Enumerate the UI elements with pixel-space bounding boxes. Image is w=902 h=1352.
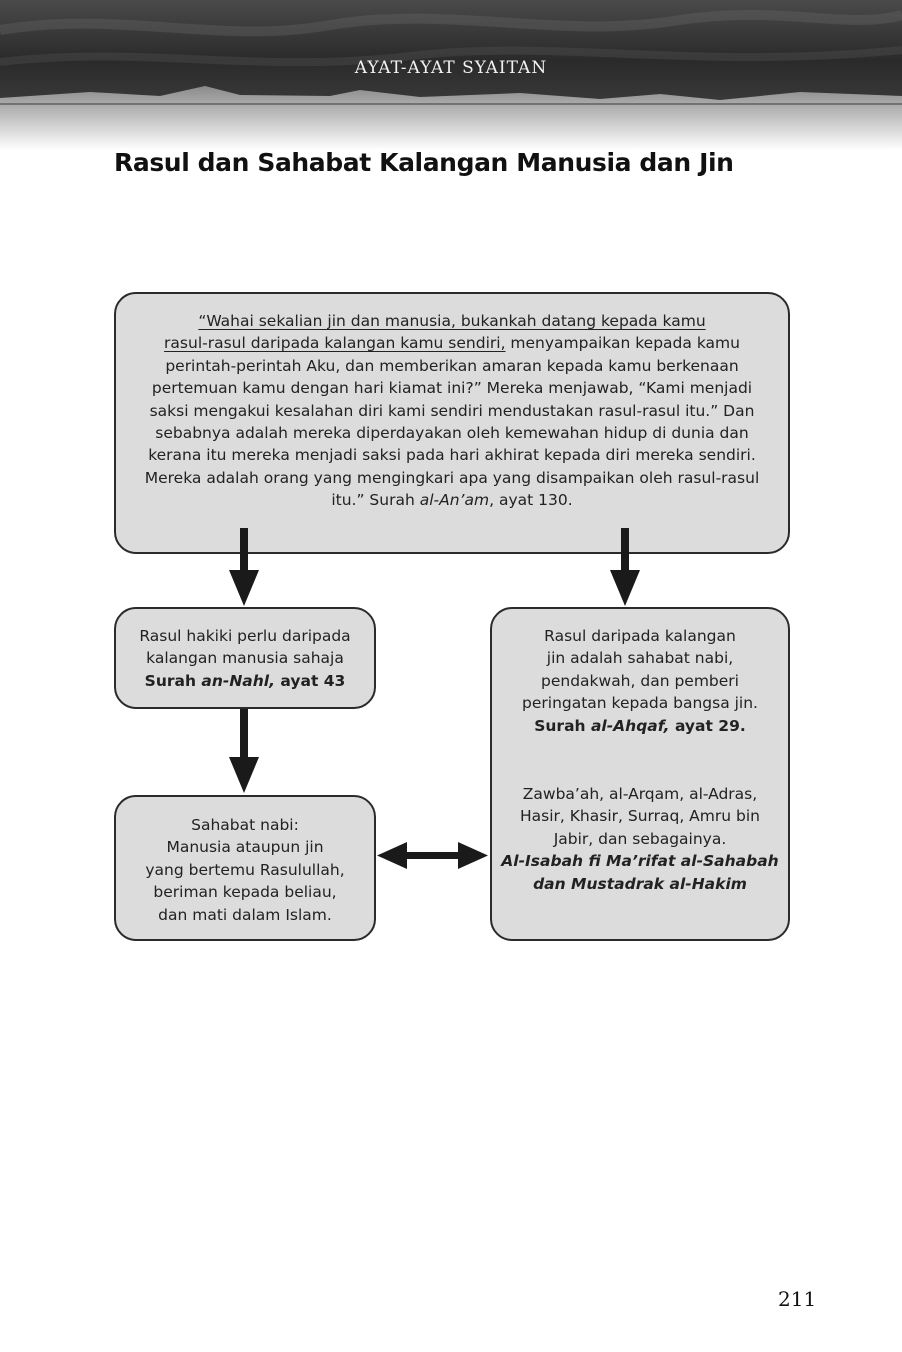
companion-line-4: beriman kepada beliau, [153,883,337,902]
arrow-left-top-to-left-bottom [229,709,259,793]
jinn-names-line-2: Hasir, Khasir, Surraq, Amru bin [520,807,760,826]
page-title: Rasul dan Sahabat Kalangan Manusia dan J… [114,148,734,177]
companion-line-3: yang bertemu Rasulullah, [145,860,345,879]
quote-surah-name: al-An’am [419,491,490,510]
real-messenger-line-1: Rasul hakiki perlu daripada [139,627,351,645]
quote-text: “Wahai sekalian jin dan manusia, bukanka… [134,310,770,512]
quote-box: “Wahai sekalian jin dan manusia, bukanka… [114,292,790,554]
double-arrow-between-boxes [377,842,488,869]
jinn-line-4: peringatan kepada bangsa jin. [522,694,758,713]
jinn-messenger-box: Rasul daripada kalangan jin adalah sahab… [490,607,790,941]
companion-definition-box: Sahabat nabi: Manusia ataupun jin yang b… [114,795,376,941]
real-messenger-box: Rasul hakiki perlu daripada kalangan man… [114,607,376,709]
jinn-names-line-3: Jabir, dan sebagainya. [553,829,727,848]
companion-line-2: Manusia ataupun jin [166,838,324,857]
header-band: AYAT-AYAT SYAITAN [0,0,902,150]
quote-body: menyampaikan kepada kamu perintah-perint… [144,334,760,510]
arrow-quote-to-right [610,528,640,606]
real-messenger-reference: Surah an-Nahl, ayat 43 [124,670,366,692]
quote-underlined-1: “Wahai sekalian jin dan manusia, bukanka… [198,312,706,330]
quote-underlined-2: rasul-rasul daripada kalangan kamu sendi… [164,334,506,353]
companion-line-5: dan mati dalam Islam. [158,905,332,924]
real-messenger-line-2: kalangan manusia sahaja [146,649,344,668]
mountain-banner-image [0,0,902,150]
reference-prefix: Surah [534,716,591,735]
jinn-reference: Surah al-Ahqaf, ayat 29. [500,715,780,737]
reference-verse: ayat 29. [669,716,746,735]
reference-verse: ayat 43 [275,671,346,690]
page-number: 211 [778,1287,817,1311]
source-reference-line-1: Al-Isabah fi Ma’rifat al-Sahabah [501,852,779,871]
reference-surah: al-Ahqaf, [590,716,670,735]
reference-surah: an-Nahl, [201,671,275,690]
jinn-line-2: jin adalah sahabat nabi, [546,649,734,668]
reference-prefix: Surah [144,671,202,690]
jinn-line-1: Rasul daripada kalangan [544,627,736,645]
companion-line-1: Sahabat nabi: [191,816,299,834]
arrow-quote-to-left [229,528,259,606]
quote-verse: , ayat 130. [489,491,573,510]
jinn-line-3: pendakwah, dan pemberi [541,671,739,690]
jinn-names-line-1: Zawba’ah, al-Arqam, al-Adras, [522,785,758,804]
source-reference-line-2: dan Mustadrak al-Hakim [533,874,747,893]
running-head: AYAT-AYAT SYAITAN [354,58,548,78]
